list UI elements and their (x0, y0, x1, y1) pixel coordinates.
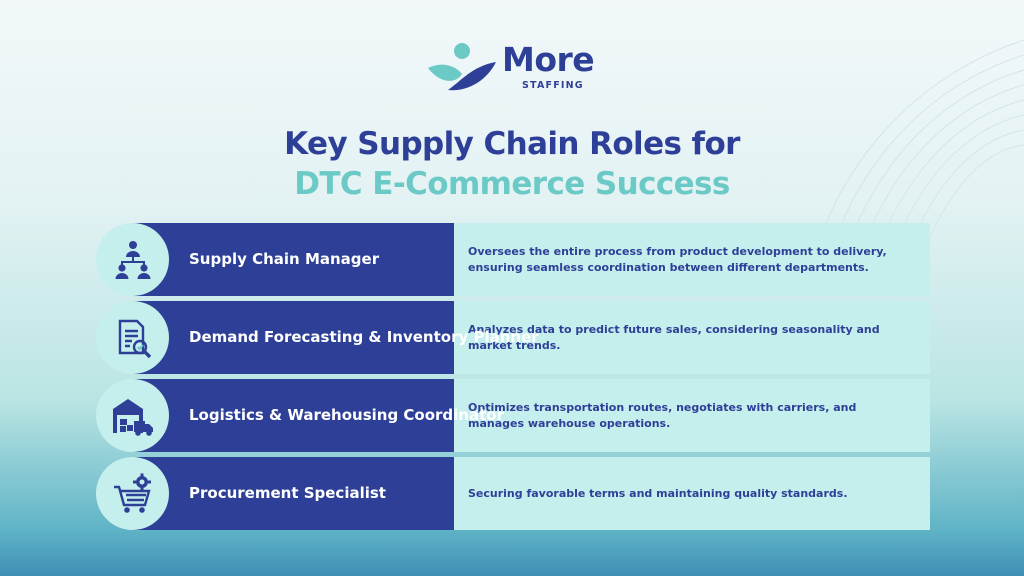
role-description: Oversees the entire process from product… (454, 223, 930, 296)
role-icon-circle (96, 457, 169, 530)
roles-list: Oversees the entire process from product… (96, 223, 930, 535)
role-row: Oversees the entire process from product… (96, 223, 930, 296)
cart-gear-icon (113, 473, 151, 513)
role-title: Supply Chain Manager (189, 250, 380, 268)
role-row: Optimizes transportation routes, negotia… (96, 379, 930, 452)
title-line-2: DTC E-Commerce Success (294, 166, 730, 202)
warehouse-truck-icon (112, 398, 153, 436)
role-icon-circle (96, 301, 169, 374)
logo-wordmark: More (502, 40, 595, 79)
role-description: Optimizes transportation routes, negotia… (454, 379, 930, 452)
org-chart-icon (115, 240, 150, 279)
role-description: Analyzes data to predict future sales, c… (454, 301, 930, 374)
role-title: Procurement Specialist (189, 484, 386, 502)
role-icon-circle (96, 379, 169, 452)
role-row: Analyzes data to predict future sales, c… (96, 301, 930, 374)
role-row: Securing favorable terms and maintaining… (96, 457, 930, 530)
page-title: Key Supply Chain Roles for DTC E-Commerc… (0, 124, 1024, 204)
title-line-1: Key Supply Chain Roles for (284, 126, 740, 162)
logo-mark-icon (428, 43, 496, 91)
logo: More STAFFING (426, 40, 606, 96)
role-title: Logistics & Warehousing Coordinator (189, 406, 504, 424)
role-icon-circle (96, 223, 169, 296)
document-magnifier-icon (118, 319, 151, 358)
role-title: Demand Forecasting & Inventory Planner (189, 328, 539, 346)
role-description: Securing favorable terms and maintaining… (454, 457, 930, 530)
logo-subtitle: STAFFING (522, 80, 584, 91)
